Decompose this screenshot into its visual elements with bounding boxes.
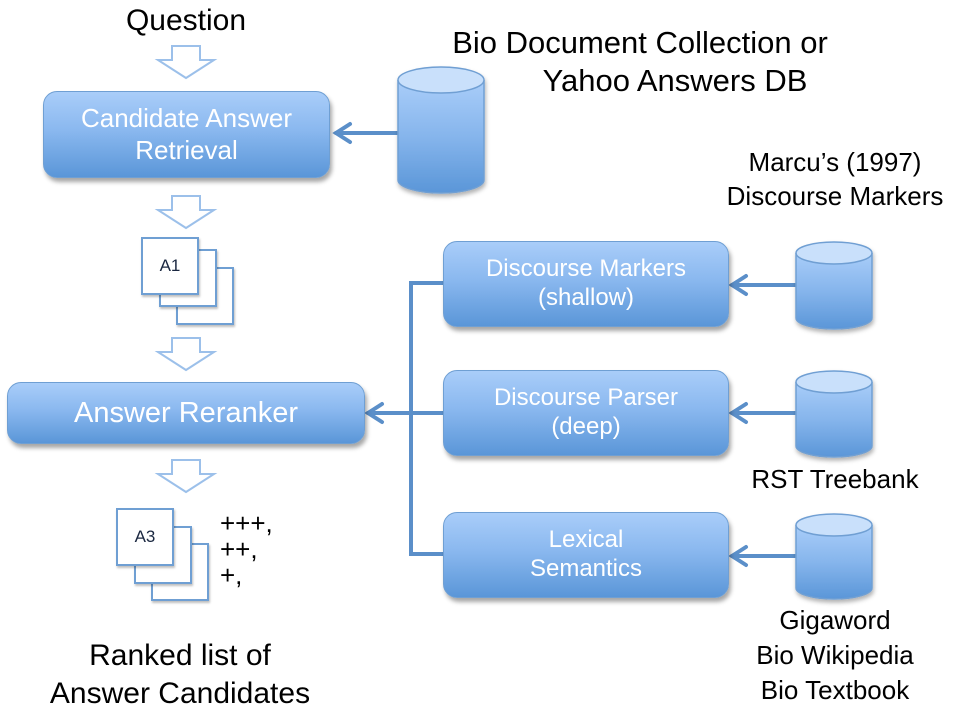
marcu-markers-label: Marcu’s (1997) Discourse Markers [700, 145, 958, 213]
rank-mark: +, [220, 560, 243, 590]
answer-card-a3: A3 [116, 508, 174, 566]
collection-label-line1: Bio Document Collection or [452, 25, 828, 60]
question-label: Question [125, 4, 247, 37]
database-icon [795, 513, 873, 600]
answer-card-label: A1 [159, 256, 181, 275]
connector-arrow [332, 122, 400, 144]
box-label-line2: Retrieval [135, 134, 238, 165]
collection-label-line2: Yahoo Answers DB [542, 63, 808, 98]
box-label-line1: Lexical [548, 526, 624, 554]
box-label-line2: (shallow) [537, 284, 635, 311]
rank-mark: ++, [220, 534, 258, 564]
resource-label-line2: Bio Wikipedia [756, 640, 914, 670]
ranked-list-label-line2: Answer Candidates [49, 677, 311, 710]
box-label-line1: Discourse Parser [493, 384, 679, 412]
ranked-list-label: Ranked list of Answer Candidates [20, 637, 340, 713]
lexical-semantics-box[interactable]: Lexical Semantics [443, 512, 729, 598]
resource-label-line1: RST Treebank [751, 464, 919, 494]
connector-arrow [728, 274, 798, 296]
feature-bracket-connector [364, 281, 446, 556]
rank-mark: +++, [220, 508, 273, 538]
answer-card-a1: A1 [141, 237, 199, 295]
connector-arrow [728, 402, 798, 424]
answer-reranker-box[interactable]: Answer Reranker [7, 382, 365, 444]
resource-label-line3: Bio Textbook [760, 675, 910, 705]
box-label-line1: Candidate Answer [80, 103, 293, 134]
box-label-line2: Semantics [529, 555, 643, 582]
down-arrow-icon [154, 337, 218, 372]
database-icon [397, 66, 485, 194]
rst-treebank-label: RST Treebank [710, 462, 958, 496]
connector-arrow [728, 545, 798, 567]
answer-card-label: A3 [134, 527, 156, 546]
rank-marks: +++, ++, +, [220, 510, 273, 588]
collection-label: Bio Document Collection or Yahoo Answers… [420, 24, 860, 100]
down-arrow-icon [154, 459, 218, 494]
box-label-line1: Discourse Markers [485, 255, 687, 283]
ranked-list-label-line1: Ranked list of [89, 639, 271, 672]
resource-label-line1: Marcu’s (1997) [748, 147, 922, 177]
resource-label-line1: Gigaword [779, 605, 891, 635]
candidate-answer-retrieval-box[interactable]: Candidate Answer Retrieval [43, 91, 330, 178]
down-arrow-icon [154, 45, 218, 80]
box-label-line2: (deep) [551, 413, 621, 440]
database-icon [795, 370, 873, 458]
resource-label-line2: Discourse Markers [726, 181, 944, 211]
lexical-resources-label: Gigaword Bio Wikipedia Bio Textbook [710, 603, 958, 708]
discourse-parser-box[interactable]: Discourse Parser (deep) [443, 370, 729, 456]
database-icon [795, 241, 873, 330]
discourse-markers-box[interactable]: Discourse Markers (shallow) [443, 241, 729, 327]
down-arrow-icon [154, 195, 218, 230]
